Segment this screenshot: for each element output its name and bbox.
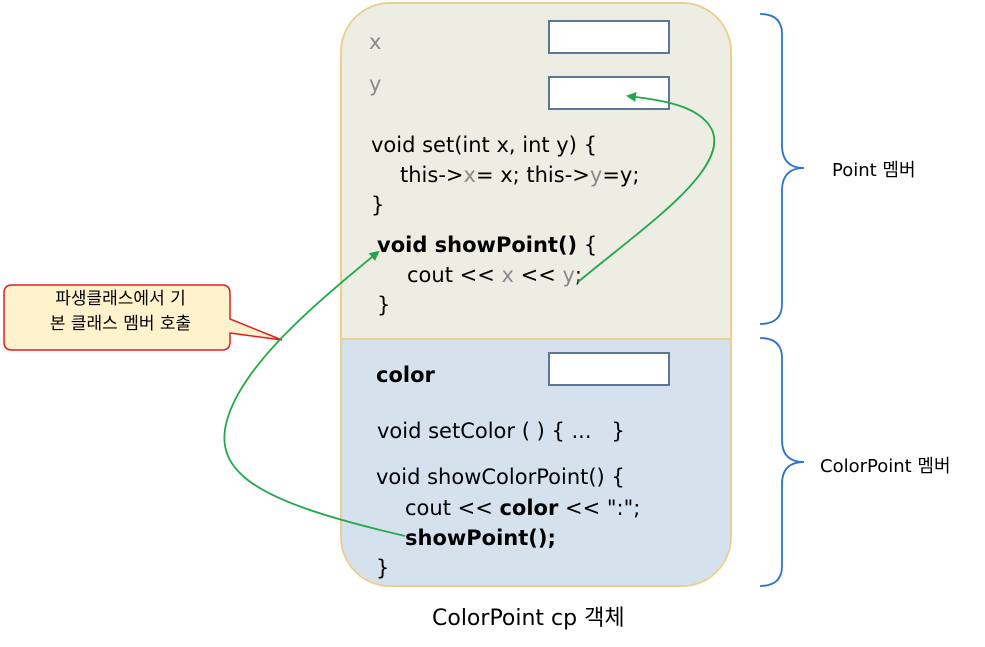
field-color-box — [548, 352, 670, 386]
point-members-label: Point 멤버 — [832, 160, 916, 181]
field-color-label: color — [376, 363, 435, 387]
set-function-line2: this->x= x; this->y=y; — [400, 163, 640, 187]
point-members-brace — [759, 13, 805, 325]
showcolorpoint-function-line4: } — [376, 556, 390, 580]
showcolorpoint-function-line2: cout << color << ":"; — [405, 496, 641, 520]
callout-line2: 본 클래스 멤버 호출 — [49, 314, 192, 334]
showpoint-call: showPoint(); — [405, 526, 556, 550]
field-x-box — [548, 20, 670, 54]
access-arrow — [577, 92, 716, 283]
callout-text: 파생클래스에서 기 본 클래스 멤버 호출 — [18, 287, 223, 337]
field-y-box — [548, 76, 670, 110]
showpoint-function-line3: } — [377, 293, 391, 317]
colorpoint-object: x y void set(int x, int y) { this->x= x;… — [340, 2, 732, 587]
showpoint-function-line2: cout << x << y; — [407, 263, 582, 287]
point-members-section: x y void set(int x, int y) { this->x= x;… — [342, 4, 730, 338]
callout-line1: 파생클래스에서 기 — [55, 289, 186, 309]
object-caption: ColorPoint cp 객체 — [432, 606, 625, 631]
set-function-line1: void set(int x, int y) { — [371, 133, 597, 157]
call-arrow — [223, 250, 406, 537]
setcolor-function: void setColor ( ) { ... } — [377, 419, 625, 443]
field-y-label: y — [369, 72, 382, 96]
colorpoint-members-label: ColorPoint 멤버 — [820, 456, 951, 477]
callout-bubble — [3, 284, 283, 351]
colorpoint-members-brace — [759, 337, 805, 587]
showpoint-function-line1: void showPoint() { — [377, 233, 598, 257]
showcolorpoint-function-line1: void showColorPoint() { — [376, 465, 625, 489]
colorpoint-members-section: color void setColor ( ) { ... } void sho… — [342, 338, 730, 585]
field-x-label: x — [369, 30, 382, 54]
set-function-line3: } — [371, 193, 385, 217]
